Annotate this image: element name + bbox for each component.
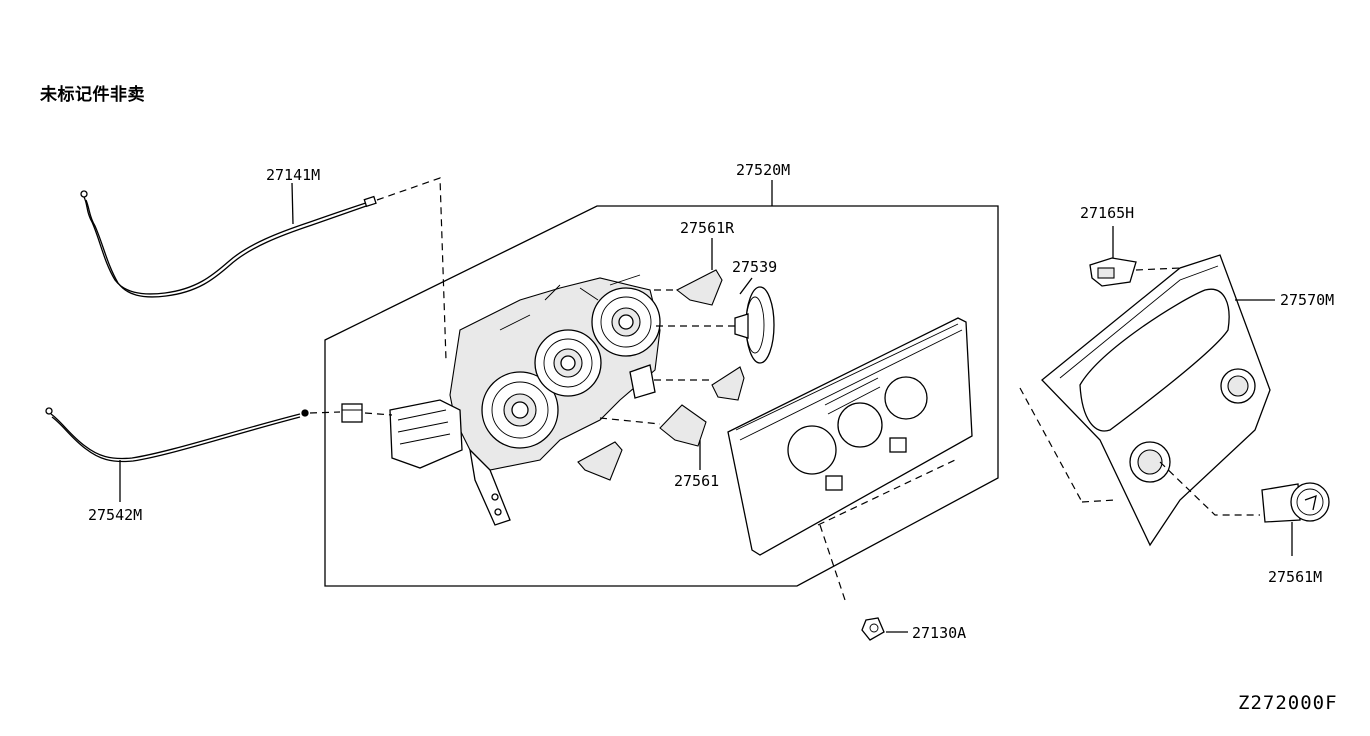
label-27165H: 27165H xyxy=(1080,204,1134,222)
label-27561: 27561 xyxy=(674,472,719,490)
front-panel xyxy=(727,317,973,601)
label-27542M: 27542M xyxy=(88,506,142,524)
clip-27165H: 27165H xyxy=(1080,204,1181,287)
label-27520M: 27520M xyxy=(736,161,790,179)
label-27539: 27539 xyxy=(732,258,777,276)
cable-27542M: 27542M xyxy=(45,403,393,524)
label-27130A: 27130A xyxy=(912,624,966,642)
label-27570M: 27570M xyxy=(1280,291,1334,309)
assembly-outline-27520M: 27520M xyxy=(324,161,999,587)
unmarked-parts-note: 未标记件非卖 xyxy=(40,85,145,105)
diagram-code: Z272000F xyxy=(1238,692,1338,714)
cable-27141M xyxy=(80,177,447,361)
label-27141M: 27141M xyxy=(266,166,320,184)
knob-27539: 27539 xyxy=(656,258,777,364)
callout-27141M: 27141M xyxy=(266,166,320,225)
label-27561M: 27561M xyxy=(1268,568,1322,586)
screw-27130A: 27130A xyxy=(861,617,966,642)
knob-27561: 27561 xyxy=(577,366,745,490)
knob-27561R: 27561R xyxy=(654,219,735,306)
control-mechanism xyxy=(389,274,661,526)
switch-27561M: 27561M xyxy=(1261,482,1330,586)
label-27561R: 27561R xyxy=(680,219,735,237)
finisher-27570M: 27570M xyxy=(1019,254,1334,547)
